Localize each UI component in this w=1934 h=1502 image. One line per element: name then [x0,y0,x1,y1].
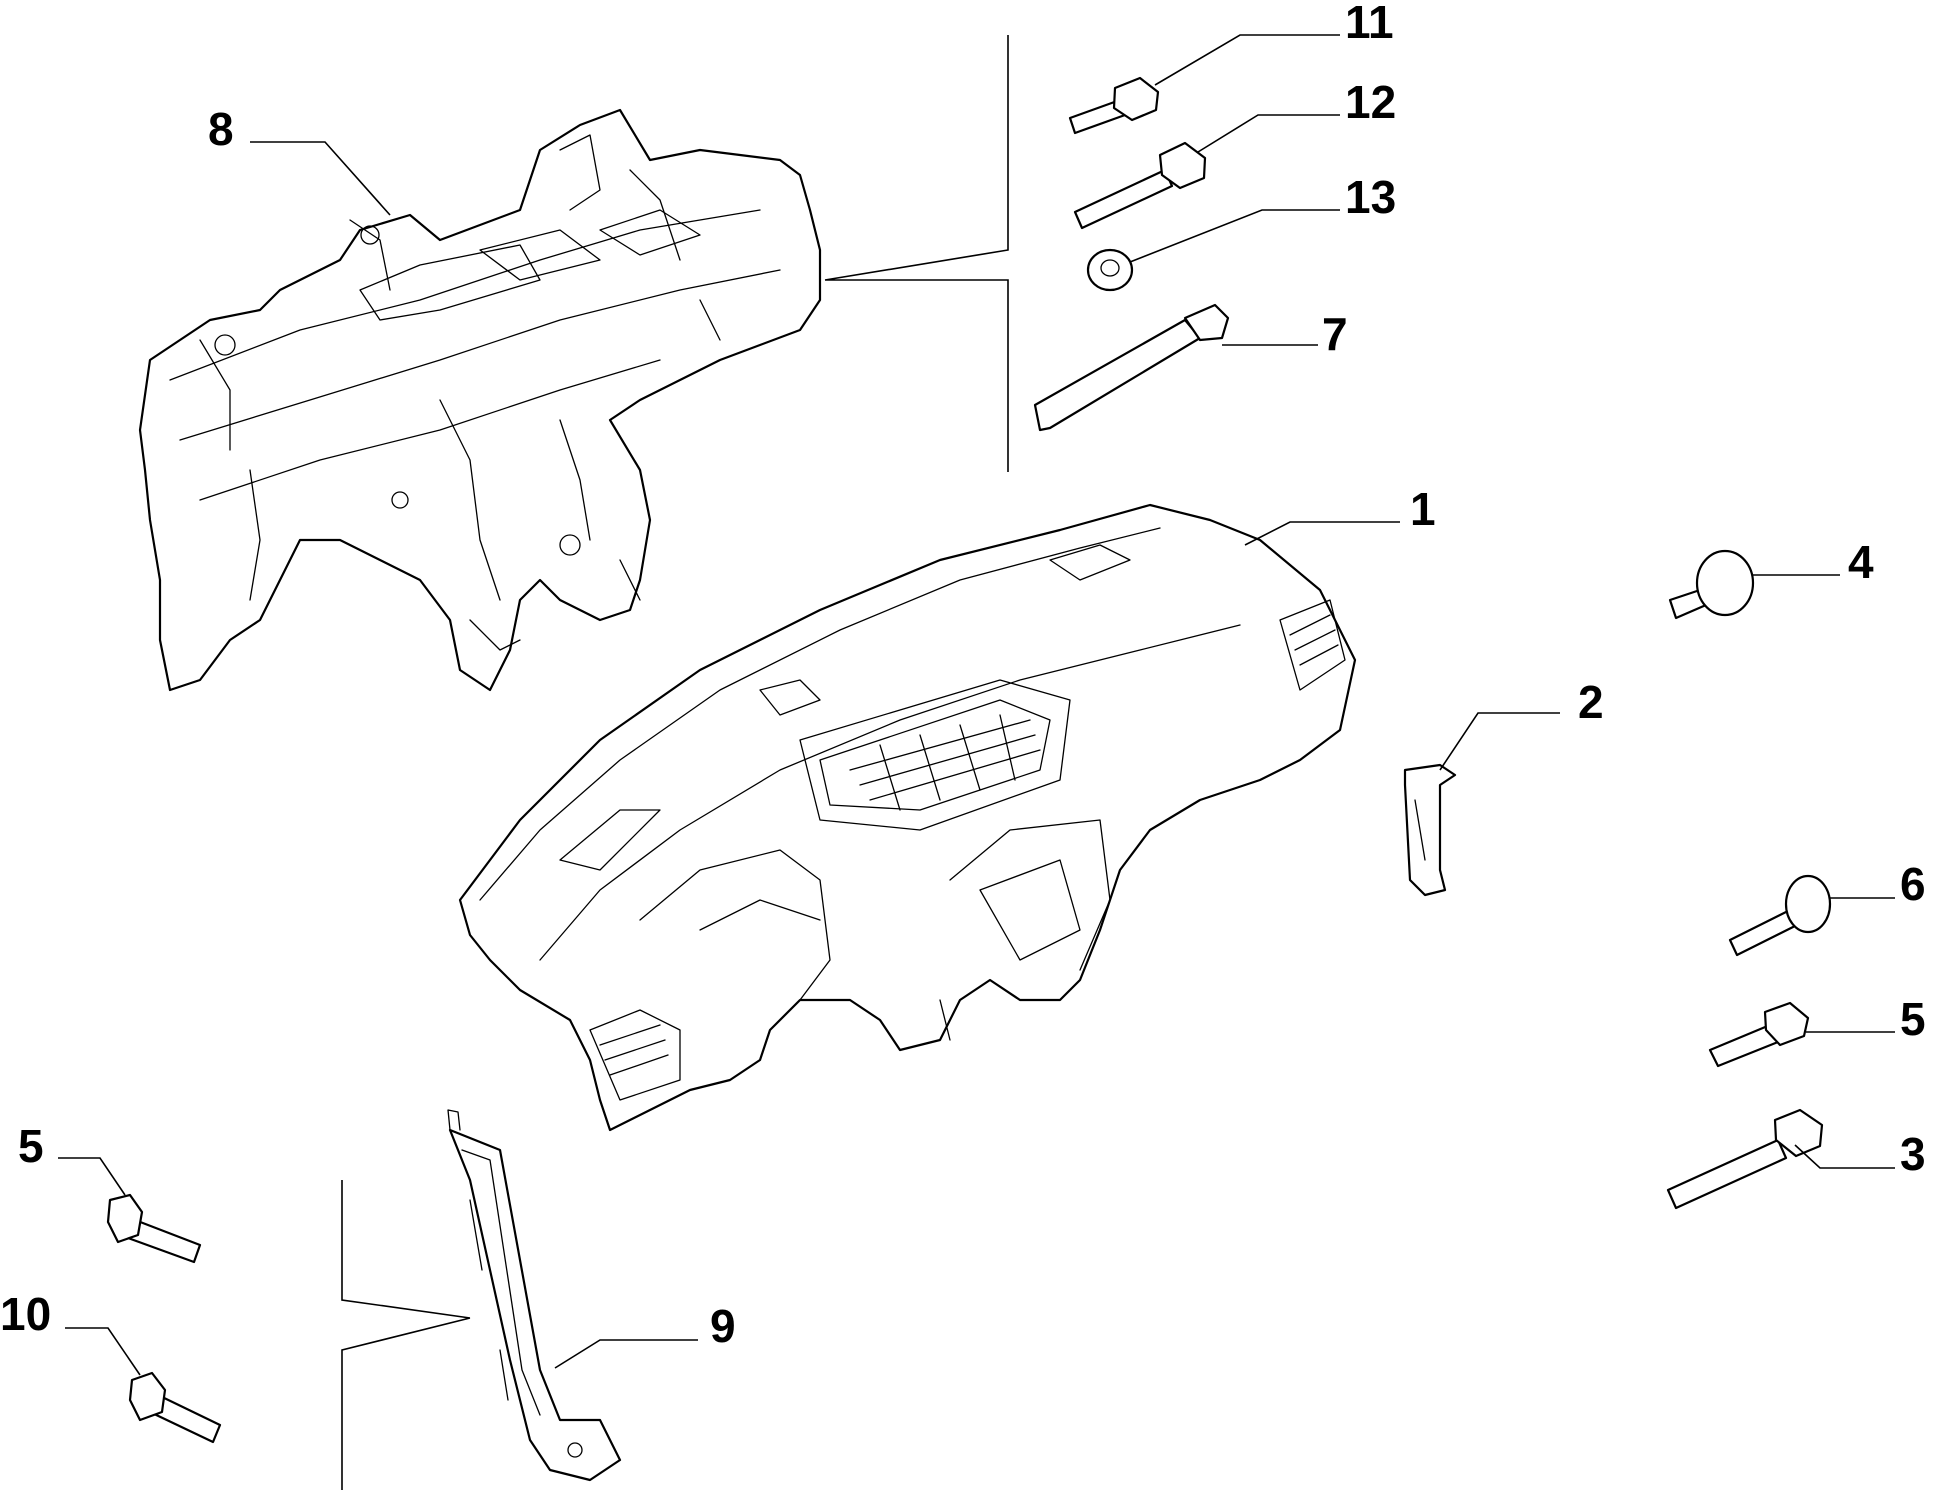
leader-11 [1154,34,1340,86]
leader-12 [1197,114,1340,153]
cross-member-frame [138,108,822,692]
callout-8: 8 [208,103,234,155]
callout-10: 10 [0,1288,51,1340]
callout-1: 1 [1410,483,1436,535]
bolt-12 [1073,141,1207,230]
bolt-10 [128,1371,222,1444]
leader-13 [1129,209,1340,263]
callout-5-left: 5 [18,1120,44,1172]
leader-3 [1794,1144,1895,1169]
leader-9 [554,1339,698,1369]
callout-12: 12 [1345,76,1396,128]
fastener-4 [1668,549,1755,620]
callout-13: 13 [1345,171,1396,223]
bolt-3 [1666,1108,1824,1210]
callout-11: 11 [1345,0,1394,48]
support-bracket [447,1109,622,1482]
bolt-11 [1068,76,1160,135]
callout-2: 2 [1578,676,1604,728]
bolt-5-left [106,1193,202,1264]
leader-5b [58,1157,126,1196]
bolt-5-right [1708,1001,1810,1068]
leader-2 [1439,712,1560,771]
callout-9: 9 [710,1300,736,1352]
small-bracket [1403,763,1457,897]
callout-7: 7 [1322,308,1348,360]
dashboard-panel [458,503,1357,1132]
washer-13 [1086,248,1134,292]
callout-5-right: 5 [1900,993,1926,1045]
callout-4: 4 [1848,536,1874,588]
screw-6 [1728,874,1832,957]
leader-10 [65,1327,141,1376]
callout-6: 6 [1900,858,1926,910]
leader-8 [250,141,391,216]
group-bracket-bottom [341,1180,471,1490]
callout-3: 3 [1900,1128,1926,1180]
leader-1 [1244,521,1400,546]
group-bracket-top [824,35,1009,472]
pin-7 [1033,303,1230,432]
